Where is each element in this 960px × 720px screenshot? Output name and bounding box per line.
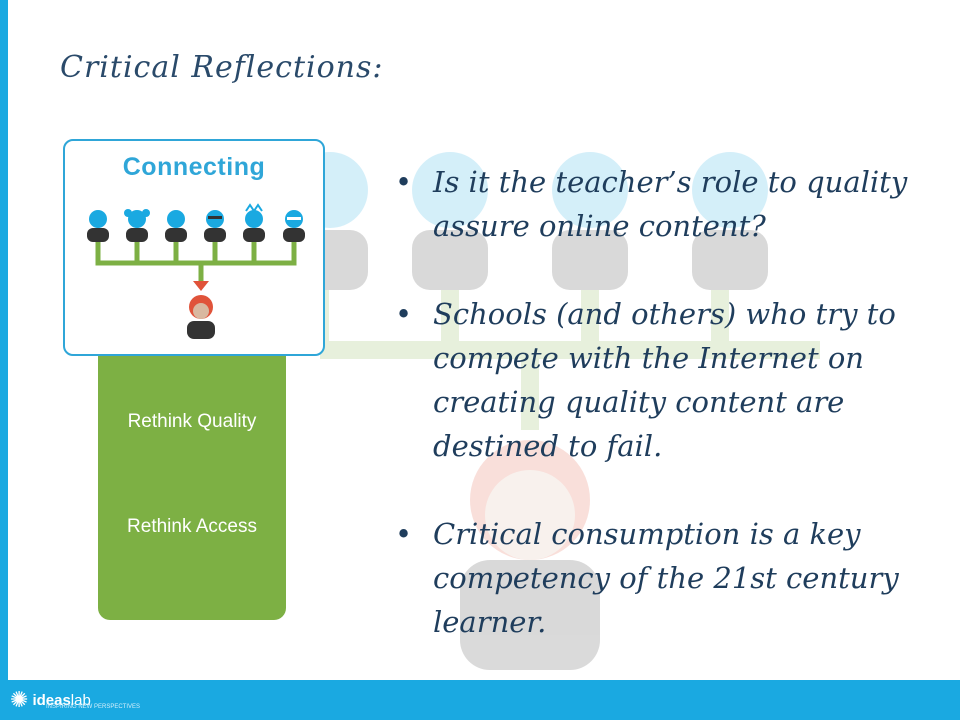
left-accent-bar (0, 0, 8, 720)
slide-title: Critical Reflections: (60, 50, 384, 85)
person-silhouette-icon (243, 203, 265, 242)
person-silhouette-icon (87, 210, 109, 242)
logo-tagline: INSPIRING NEW PERSPECTIVES (46, 704, 141, 710)
rethink-box: Rethink Quality Rethink Access (98, 330, 286, 620)
logo-suffix: lab (70, 691, 91, 709)
connecting-diagram (87, 203, 305, 339)
list-item: •Is it the teacher’s role to quality ass… (395, 160, 935, 248)
list-item: •Schools (and others) who try to compete… (395, 292, 935, 468)
person-silhouette-icon (204, 210, 226, 242)
background-people-illustration (300, 152, 820, 670)
bullet-icon: • (395, 297, 413, 331)
card-title: Connecting (122, 153, 266, 181)
person-silhouette-icon (283, 210, 305, 242)
bullet-list: •Is it the teacher’s role to quality ass… (395, 160, 935, 644)
ideaslab-logo: ✺ ideas lab INSPIRING NEW PERSPECTIVES (10, 680, 140, 720)
person-silhouette-icon (124, 209, 150, 242)
connecting-card: Connecting (63, 139, 325, 356)
arrow-down-icon (193, 281, 209, 291)
logo-prefix: ideas (32, 691, 71, 709)
rethink-quality-label: Rethink Quality (127, 411, 257, 432)
bullet-icon: • (395, 165, 413, 199)
footer-bar (0, 680, 960, 720)
list-item: •Critical consumption is a key competenc… (395, 512, 935, 644)
ideaslab-logo-icon: ✺ (10, 687, 29, 713)
bullet-icon: • (395, 517, 413, 551)
rethink-access-label: Rethink Access (127, 516, 257, 537)
person-silhouette-icon (187, 295, 215, 339)
person-silhouette-icon (165, 210, 187, 242)
